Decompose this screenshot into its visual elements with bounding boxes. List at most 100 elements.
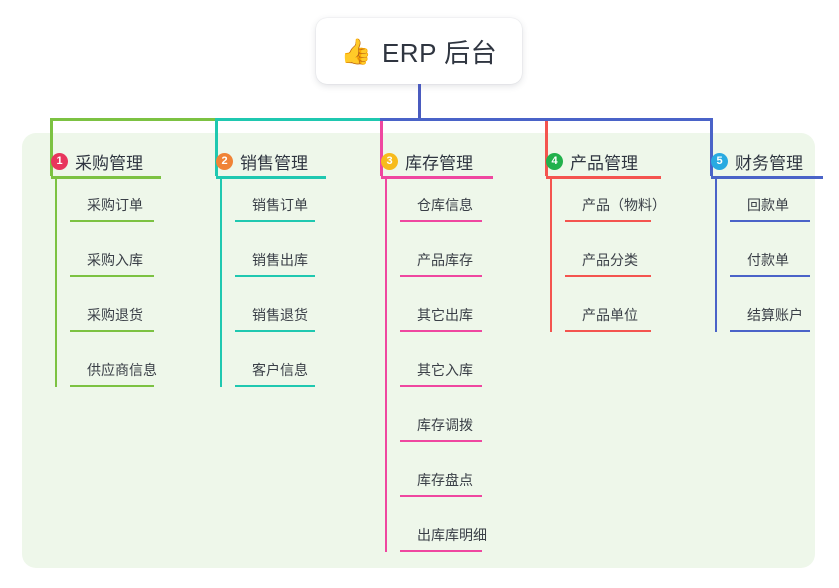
branch-item[interactable]: 付款单 (711, 234, 810, 289)
branch-spine-4 (550, 179, 552, 332)
branch-header-5[interactable]: 5 财务管理 (696, 146, 823, 179)
branch-item[interactable]: 产品（物料） (546, 179, 666, 234)
branch-item-label: 采购入库 (87, 252, 143, 268)
root-stem-line (418, 84, 421, 121)
branch-title-5: 财务管理 (735, 153, 803, 173)
branch-number-badge-3: 3 (381, 152, 398, 170)
branch-column-2: 2 销售管理销售订单销售出库销售退货客户信息 (201, 146, 326, 399)
branch-item-rule (400, 495, 482, 497)
branch-header-rule-4 (546, 176, 661, 179)
branch-item[interactable]: 销售退货 (216, 289, 315, 344)
branch-item-label: 库存调拨 (417, 417, 473, 433)
branch-item-rule (565, 220, 651, 222)
branch-item[interactable]: 产品库存 (381, 234, 482, 289)
branch-item-rule (235, 330, 315, 332)
branch-drop-line-1 (50, 118, 53, 176)
branch-header-1[interactable]: 1 采购管理 (36, 146, 161, 179)
branch-header-rule-5 (711, 176, 823, 179)
branch-item-rule (400, 550, 482, 552)
branch-item-label: 其它入库 (417, 362, 473, 378)
root-node-title: ERP 后台 (381, 37, 498, 68)
branch-item-label: 供应商信息 (87, 362, 157, 378)
branch-item-rule (730, 330, 810, 332)
branch-item-label: 销售出库 (252, 252, 308, 268)
branch-item[interactable]: 仓库信息 (381, 179, 482, 234)
branch-item-label: 回款单 (747, 197, 789, 213)
branch-item-label: 结算账户 (747, 307, 803, 323)
branch-item[interactable]: 结算账户 (711, 289, 810, 344)
branch-item-label: 付款单 (747, 252, 789, 268)
branch-number-badge-2: 2 (216, 152, 233, 170)
branch-drop-line-4 (545, 118, 548, 176)
branch-item-list-2: 销售订单销售出库销售退货客户信息 (201, 179, 315, 399)
branch-item-rule (730, 275, 810, 277)
branch-header-rule-1 (51, 176, 161, 179)
branch-item-rule (565, 330, 651, 332)
branch-number-badge-1: 1 (51, 152, 68, 170)
branch-item[interactable]: 其它入库 (381, 344, 482, 399)
branch-drop-line-3 (380, 118, 383, 176)
branch-drop-line-2 (215, 118, 218, 176)
branch-item-label: 仓库信息 (417, 197, 473, 213)
branch-column-3: 3 库存管理仓库信息产品库存其它出库其它入库库存调拨库存盘点出库库明细 (366, 146, 493, 564)
branch-item-rule (235, 385, 315, 387)
branch-item[interactable]: 库存调拨 (381, 399, 482, 454)
branch-item[interactable]: 采购入库 (51, 234, 154, 289)
branch-title-1: 采购管理 (75, 153, 143, 173)
branch-item[interactable]: 出库库明细 (381, 509, 487, 564)
branch-item[interactable]: 供应商信息 (51, 344, 157, 399)
branch-item-rule (565, 275, 651, 277)
branch-title-4: 产品管理 (570, 153, 638, 173)
branch-item-rule (235, 220, 315, 222)
branch-spine-1 (55, 179, 57, 387)
branch-item[interactable]: 产品单位 (546, 289, 651, 344)
branch-header-rule-3 (381, 176, 493, 179)
branch-header-3[interactable]: 3 库存管理 (366, 146, 493, 179)
bus-segment-1 (50, 118, 218, 121)
branch-item-rule (70, 275, 154, 277)
branch-item-label: 销售退货 (252, 307, 308, 323)
branch-title-2: 销售管理 (240, 153, 308, 173)
branch-column-1: 1 采购管理采购订单采购入库采购退货供应商信息 (36, 146, 161, 399)
branch-item-rule (70, 220, 154, 222)
branch-item-label: 产品分类 (582, 252, 638, 268)
branch-item-list-3: 仓库信息产品库存其它出库其它入库库存调拨库存盘点出库库明细 (366, 179, 487, 564)
branch-item-rule (400, 330, 482, 332)
branch-item-rule (70, 330, 154, 332)
bus-segment-4 (545, 118, 713, 121)
branch-item-label: 库存盘点 (417, 472, 473, 488)
bus-segment-2 (215, 118, 383, 121)
branch-header-2[interactable]: 2 销售管理 (201, 146, 326, 179)
root-node-erp-backend[interactable]: 👍 ERP 后台 (316, 18, 522, 84)
branch-item-label: 产品（物料） (582, 197, 666, 213)
branch-item-label: 产品单位 (582, 307, 638, 323)
branch-item[interactable]: 采购退货 (51, 289, 154, 344)
branch-column-5: 5 财务管理回款单付款单结算账户 (696, 146, 823, 344)
branch-item-list-4: 产品（物料） 产品分类产品单位 (531, 179, 666, 344)
branch-spine-2 (220, 179, 222, 387)
branch-item[interactable]: 采购订单 (51, 179, 154, 234)
thumbs-up-icon: 👍 (340, 36, 372, 66)
branch-item-label: 其它出库 (417, 307, 473, 323)
branch-spine-3 (385, 179, 387, 552)
branch-item-label: 产品库存 (417, 252, 473, 268)
branch-item[interactable]: 产品分类 (546, 234, 651, 289)
branch-item-label: 采购退货 (87, 307, 143, 323)
root-node-content: 👍 ERP 后台 (341, 33, 497, 70)
branch-item-label: 销售订单 (252, 197, 308, 213)
branch-item[interactable]: 销售订单 (216, 179, 315, 234)
branch-item[interactable]: 其它出库 (381, 289, 482, 344)
branch-item-rule (400, 385, 482, 387)
branch-item-rule (400, 275, 482, 277)
branch-item[interactable]: 销售出库 (216, 234, 315, 289)
branch-item[interactable]: 回款单 (711, 179, 810, 234)
branch-item-rule (70, 385, 154, 387)
branch-item[interactable]: 客户信息 (216, 344, 315, 399)
bus-segment-3 (380, 118, 548, 121)
branch-title-3: 库存管理 (405, 153, 473, 173)
branch-number-badge-5: 5 (711, 152, 728, 170)
branch-item[interactable]: 库存盘点 (381, 454, 482, 509)
